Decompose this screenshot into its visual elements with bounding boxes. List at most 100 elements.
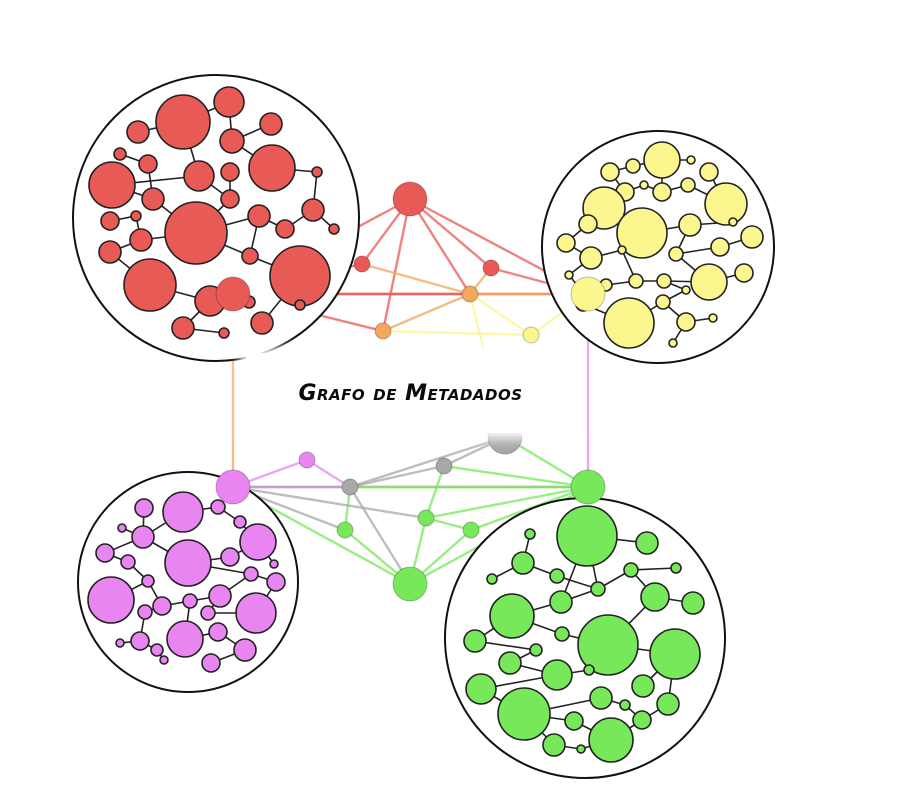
- cluster-node: [708, 313, 718, 323]
- cluster-node: [166, 620, 204, 658]
- cluster-yellow: [541, 130, 775, 364]
- cluster-node: [201, 653, 221, 673]
- mesh-edge: [382, 329, 532, 337]
- cluster-node: [275, 219, 295, 239]
- cluster-node: [549, 568, 565, 584]
- cluster-node: [632, 710, 652, 730]
- cluster-node: [656, 692, 680, 716]
- cluster-node: [489, 593, 535, 639]
- cluster-node: [681, 285, 691, 295]
- cluster-node: [113, 147, 127, 161]
- cluster-node: [243, 566, 259, 582]
- cluster-node: [655, 294, 671, 310]
- diagram-title: Grafo de Metadados: [298, 380, 523, 406]
- cluster-node: [681, 591, 705, 615]
- cluster-node: [241, 247, 259, 265]
- cluster-node: [740, 225, 764, 249]
- cluster-node: [734, 263, 754, 283]
- cluster-node: [130, 631, 150, 651]
- cluster-node: [588, 717, 634, 763]
- cluster-node: [88, 161, 136, 209]
- cluster-node: [640, 582, 670, 612]
- cluster-node: [617, 245, 627, 255]
- cluster-node: [603, 297, 655, 349]
- cluster-node: [549, 590, 573, 614]
- cluster-node: [686, 155, 696, 165]
- mesh-edge: [232, 485, 427, 520]
- cluster-red: [72, 74, 360, 362]
- mesh-node-mY2: [522, 326, 540, 344]
- cluster-node: [704, 182, 748, 226]
- cluster-node: [668, 246, 684, 262]
- cluster-node: [220, 547, 240, 567]
- cluster-node: [497, 687, 551, 741]
- cluster-node: [578, 214, 598, 234]
- cluster-node: [328, 223, 340, 235]
- cluster-node: [208, 584, 232, 608]
- cluster-node: [266, 572, 286, 592]
- cluster-node: [131, 525, 155, 549]
- cluster-node: [115, 638, 125, 648]
- cluster-node: [269, 559, 279, 569]
- cluster-node: [643, 141, 681, 179]
- cluster-node: [123, 258, 177, 312]
- cluster-node: [676, 312, 696, 332]
- cluster-node: [150, 643, 164, 657]
- cluster-node: [259, 112, 283, 136]
- cluster-node: [635, 531, 659, 555]
- cluster-node: [524, 528, 536, 540]
- cluster-node: [616, 207, 668, 259]
- cluster-node: [219, 128, 245, 154]
- cluster-node: [529, 643, 543, 657]
- cluster-node: [511, 551, 535, 575]
- cluster-node: [670, 562, 682, 574]
- mesh-node-mGr2: [417, 509, 435, 527]
- cluster-green: [444, 497, 726, 779]
- cluster-node: [164, 539, 212, 587]
- cluster-node: [269, 245, 331, 307]
- mesh-node-mR2: [482, 259, 500, 277]
- cluster-node: [600, 162, 620, 182]
- cluster-node: [171, 316, 195, 340]
- cluster-node: [250, 311, 274, 335]
- mesh-node-mGr3: [462, 521, 480, 539]
- mesh-node-mG2: [435, 457, 453, 475]
- mesh-edge: [361, 262, 471, 296]
- cluster-node: [554, 626, 570, 642]
- cluster-node: [628, 273, 644, 289]
- cluster-node: [210, 499, 226, 515]
- cluster-node: [213, 86, 245, 118]
- cluster-node: [623, 562, 639, 578]
- cluster-node: [579, 246, 603, 270]
- cluster-node: [220, 189, 240, 209]
- cluster-node: [690, 263, 728, 301]
- cluster-node: [152, 596, 172, 616]
- mesh-edge: [348, 486, 412, 585]
- cluster-node: [542, 733, 566, 757]
- cluster-node: [463, 629, 487, 653]
- mesh-node-mR1: [353, 255, 371, 273]
- cluster-node: [98, 240, 122, 264]
- cluster-node: [183, 160, 215, 192]
- cluster-node: [699, 162, 719, 182]
- mesh-edge: [382, 292, 471, 333]
- mesh-node-hubG2: [392, 566, 428, 602]
- cluster-node: [129, 228, 153, 252]
- cluster-node: [656, 273, 672, 289]
- mesh-edge: [349, 435, 506, 489]
- cluster-node: [619, 699, 631, 711]
- mesh-node-mO2: [374, 322, 392, 340]
- cluster-node: [208, 622, 228, 642]
- cluster-node: [652, 182, 672, 202]
- mesh-node-mGr1: [336, 521, 354, 539]
- cluster-node: [100, 211, 120, 231]
- cluster-node: [235, 592, 277, 634]
- mesh-edge: [381, 198, 412, 332]
- cluster-node: [631, 674, 655, 698]
- cluster-node: [159, 655, 169, 665]
- mesh-edge: [424, 465, 446, 519]
- cluster-node: [728, 217, 738, 227]
- mesh-node-hubR1: [392, 181, 428, 217]
- cluster-node: [134, 498, 154, 518]
